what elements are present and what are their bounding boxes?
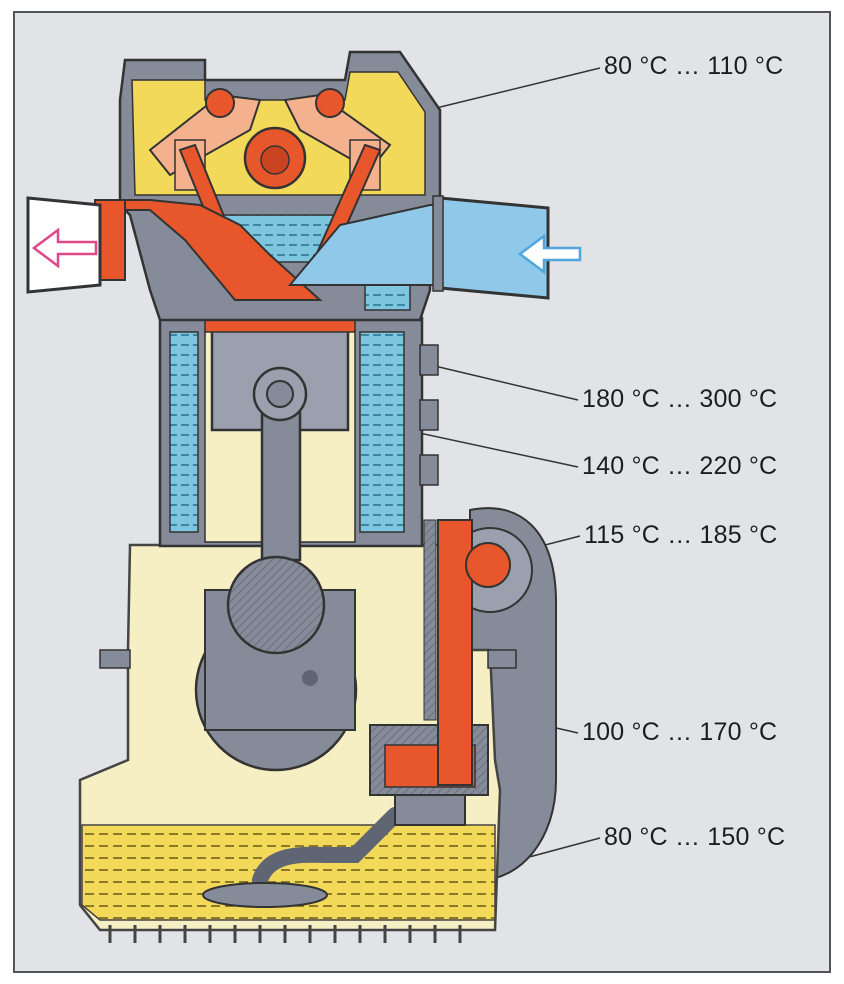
- oil-strainer: [202, 882, 328, 908]
- left-rocker-shaft: [205, 88, 235, 118]
- crankpin-bearing: [226, 555, 326, 655]
- exhaust-flow-arrow: [31, 227, 98, 269]
- block-rib-2: [419, 399, 439, 431]
- label-valve-gear: 80 °C … 110 °C: [604, 52, 784, 80]
- intake-flange: [432, 195, 444, 292]
- intake-flow-arrow: [517, 233, 582, 275]
- camshaft-core: [260, 145, 290, 175]
- label-piston-top: 180 °C … 300 °C: [582, 385, 778, 413]
- main-bearing: [302, 670, 318, 686]
- label-oil-sump: 80 °C … 150 °C: [604, 823, 786, 851]
- right-water-jacket: [359, 331, 405, 533]
- piston-pin-bore: [266, 380, 294, 408]
- oil-pump-base: [394, 794, 466, 826]
- block-rib-3: [419, 454, 439, 486]
- label-piston-pin: 140 °C … 220 °C: [582, 452, 778, 480]
- left-water-jacket: [169, 331, 199, 533]
- label-camshaft-drive: 115 °C … 185 °C: [584, 521, 778, 549]
- block-rib-1: [419, 344, 439, 376]
- shaft-housing: [423, 519, 437, 721]
- exhaust-port: [99, 199, 323, 301]
- left-flange-bolt: [99, 649, 131, 669]
- right-rocker-shaft: [315, 88, 345, 118]
- camshaft-drive-gear: [465, 542, 511, 588]
- right-flange-bolt: [487, 649, 517, 669]
- sump-fins: [108, 925, 462, 943]
- label-crankshaft-bearing: 100 °C … 170 °C: [582, 718, 778, 746]
- oil-pickup-pipe: [252, 807, 403, 888]
